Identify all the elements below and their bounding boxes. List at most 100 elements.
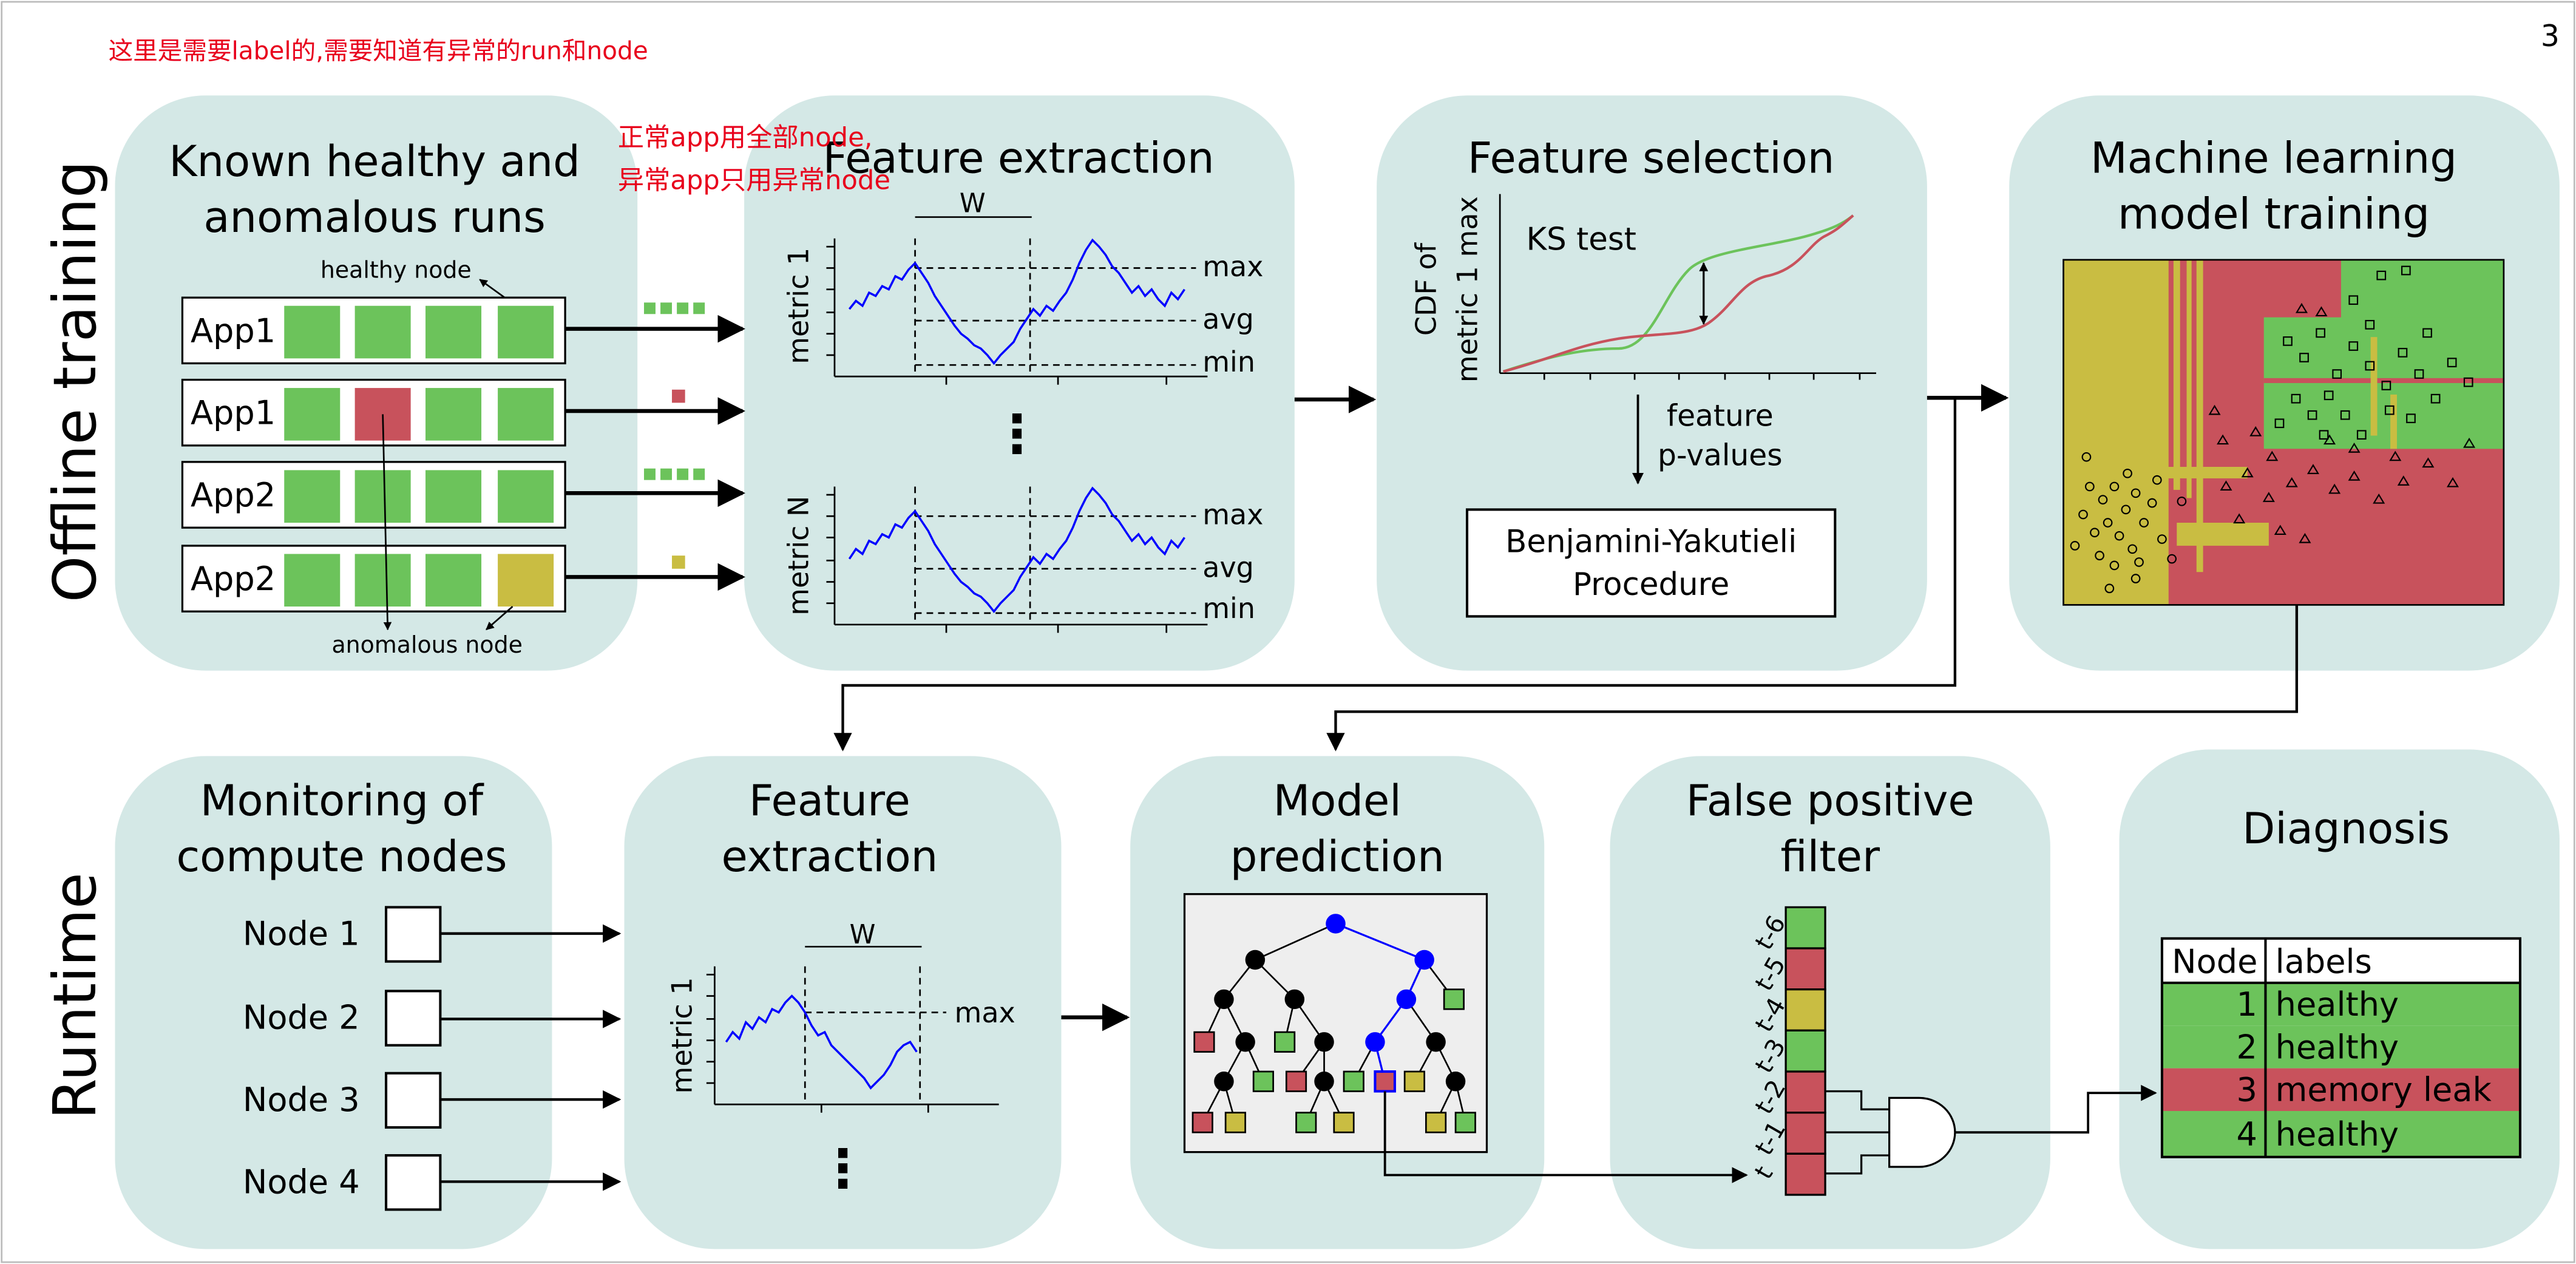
annotation-fe-note-2: 异常app只用异常node [618,166,890,196]
decision-surface [2063,259,2504,605]
x-ticks [945,376,1168,385]
window-label: W [960,188,986,219]
training-points-circles [2070,452,2187,594]
node-cell [284,305,341,359]
node-cell [284,554,341,607]
app-label: App1 [191,394,276,432]
known-runs-title-2: anomalous runs [203,192,545,242]
metric-n-label: metric N [782,496,815,616]
prediction-title-1: Model [1273,776,1402,826]
prediction-content: Model prediction [1183,776,1748,1183]
annotation-fe-note-1: 正常app用全部node, [618,123,873,153]
svg-text:healthy: healthy [2276,985,2399,1024]
node-cell [425,388,482,441]
app-row: App1 [181,378,566,447]
svg-text:healthy: healthy [2276,1028,2399,1066]
fe-runtime-content: Feature extraction W metric 1 max ⋮ [665,776,1015,1200]
panel-feature-extraction-runtime [624,756,1062,1249]
selected-node-markers [644,302,705,569]
node-label: Node 2 [243,999,360,1037]
fs-ylabel-2: metric 1 max [1451,196,1483,382]
fe-offline-content: Feature extraction 正常app用全部node, 异常app只用… [618,123,1263,633]
node-cell [425,554,482,607]
node-label: Node 4 [243,1163,360,1201]
time-window-stack [1785,906,1826,1196]
monitor-node-row: Node 2 [243,990,622,1047]
app-label: App1 [191,311,276,350]
node-cell-anomalous [498,554,554,607]
stat-label: avg [1202,303,1254,336]
y-ticks [826,494,835,604]
monitoring-title-1: Monitoring of [200,776,485,826]
decision-tree-box [1183,893,1488,1154]
healthy-node-label: healthy node [320,257,472,284]
stat-label: max [955,996,1015,1029]
fs-content: Feature selection CDF of metric 1 max KS… [1410,133,1876,618]
svg-text:3: 3 [2236,1071,2257,1109]
stat-label: max [1202,498,1263,531]
fs-to-ml-connectors [833,384,2299,752]
app-label: App2 [191,476,276,514]
fe-runtime-title-1: Feature [749,776,910,826]
ks-test-label: KS test [1526,222,1636,258]
node-cell [425,305,482,359]
procedure-box [1465,508,1837,618]
monitor-node-row: Node 4 [243,1154,622,1211]
known-runs-content: Known healthy and anomalous runs healthy… [169,137,580,658]
ml-title-1: Machine learning [2090,133,2457,183]
ml-content: Machine learning model training [2062,133,2505,606]
metric-label: metric 1 [665,977,698,1093]
metric-1-series [848,238,1185,365]
table-row [2161,982,2520,1026]
tree-leaves [1191,988,1476,1133]
svg-text:healthy: healthy [2276,1115,2399,1154]
svg-text:2: 2 [2236,1028,2257,1066]
app-to-fe-arrows [565,314,745,591]
runtime-metric-series [725,994,918,1090]
node-label: Node 3 [243,1081,360,1119]
and-gate [1888,1096,1956,1168]
stat-label: min [1202,592,1255,625]
node-box [385,906,442,963]
training-points-squares [2274,265,2473,440]
fs-ylabel-1: CDF of [1410,242,1443,336]
fp-title-2: filter [1780,832,1880,882]
fs-output-2: p-values [1658,438,1783,472]
fe-runtime-title-2: extraction [721,832,938,882]
panel-feature-extraction-offline [744,95,1295,671]
fs-output-1: feature [1667,399,1774,433]
fe-offline-title: Feature extraction [823,133,1215,183]
page-number: 3 [2541,19,2560,53]
monitor-node-row: Node 1 [243,906,622,963]
node-cell [498,388,554,441]
x-ticks [1543,373,1861,380]
svg-text:memory leak: memory leak [2276,1071,2492,1109]
fp-filter-content: False positive filter t-6 t-5 t-4 t-3 t-… [1686,776,2157,1196]
monitor-node-row: Node 3 [243,1072,622,1129]
node-box [385,1072,442,1129]
anomalous-node-label: anomalous node [331,631,522,658]
diagnosis-title: Diagnosis [2242,804,2450,854]
table-row [2161,1068,2520,1111]
node-cell [425,470,482,523]
node-label: Node 1 [243,915,360,953]
table-row [2161,1110,2520,1157]
node-cell [354,305,411,359]
prediction-title-2: prediction [1230,832,1445,882]
ml-title-2: model training [2118,189,2430,239]
app-row: App2 [181,545,566,613]
arrow-prediction-to-filter [1383,1091,1748,1183]
and-gate-wiring [1825,1084,2157,1175]
window-label: W [850,920,876,950]
procedure-label-2: Procedure [1573,566,1729,603]
node-box [385,1154,442,1211]
monitoring-content: Monitoring of compute nodes Node 1 Node … [176,776,622,1211]
app-row: App2 [181,461,566,529]
cdf-anomalous-curve [1503,214,1854,373]
metric-n-series [848,486,1185,613]
stat-label: min [1202,345,1255,378]
procedure-label-1: Benjamini-Yakutieli [1505,524,1797,560]
x-ticks [945,624,1168,633]
node-cell [498,305,554,359]
